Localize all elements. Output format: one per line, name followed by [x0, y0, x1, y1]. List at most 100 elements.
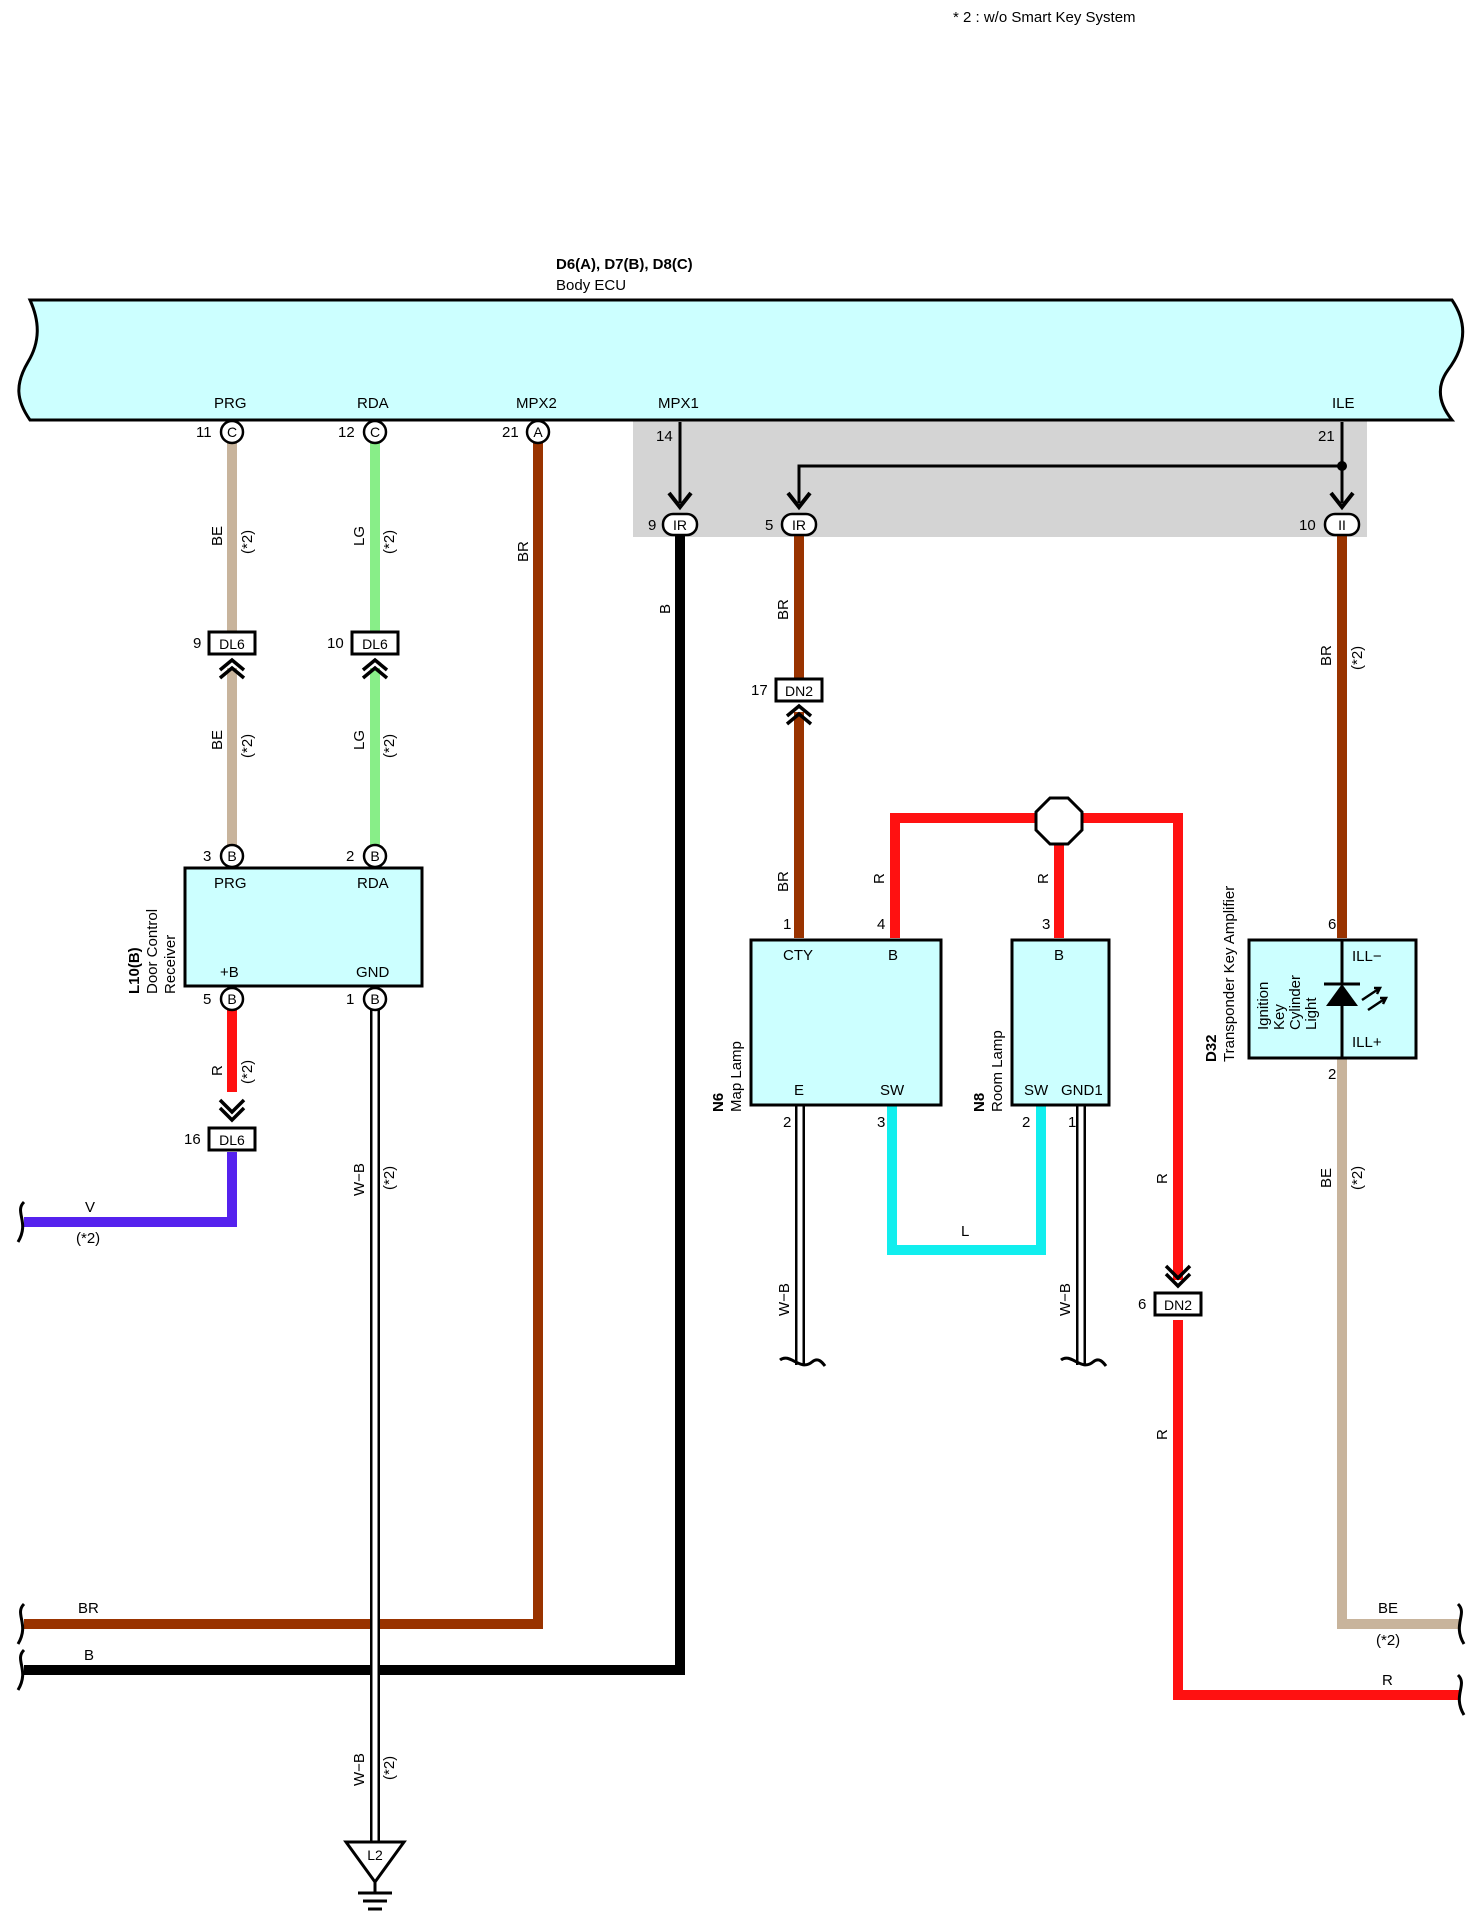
break-b	[16, 1648, 26, 1691]
label-lg-2-star: (*2)	[381, 734, 398, 758]
connector-ii-10: II	[1323, 512, 1361, 537]
transponder-terminal-ill-minus: ILL−	[1352, 948, 1382, 965]
label-br-bottom: BR	[78, 1600, 99, 1617]
receiver-pin-1-num: 1	[346, 991, 354, 1008]
label-br-cty-2: BR	[775, 871, 792, 892]
junction-dl6-16: DL6	[207, 1098, 257, 1152]
break-be	[1456, 1602, 1466, 1645]
receiver-terminal-prg: PRG	[214, 875, 247, 892]
svg-text:DL6: DL6	[362, 636, 388, 652]
map-lamp-pin-cty: 1	[783, 916, 791, 933]
map-lamp-terminal-e: E	[794, 1082, 804, 1099]
junction-dl6-10: DL6	[350, 630, 400, 680]
room-lamp-terminal-b: B	[1054, 947, 1064, 964]
label-r-map: R	[871, 873, 888, 884]
receiver-pin-2: B	[362, 843, 388, 869]
room-lamp-terminal-sw: SW	[1024, 1082, 1049, 1099]
junction-dn2-6: DN2	[1153, 1264, 1203, 1317]
label-br-ile-star: (*2)	[1349, 646, 1366, 670]
label-r-receiver-star: (*2)	[239, 1060, 256, 1084]
room-lamp-code: N8	[971, 1093, 988, 1112]
ecu-pin-rda: C	[362, 419, 388, 445]
body-ecu-box	[17, 298, 1465, 422]
receiver-terminal-gnd: GND	[356, 964, 390, 981]
svg-text:DL6: DL6	[219, 636, 245, 652]
ecu-terminal-ile: ILE	[1332, 395, 1355, 412]
ecu-pin-num-mpx1: 14	[656, 428, 673, 445]
connector-ir-9: IR	[661, 512, 699, 537]
room-lamp-name: Room Lamp	[989, 1030, 1006, 1112]
label-b-bottom: B	[84, 1647, 94, 1664]
svg-text:C: C	[370, 424, 380, 440]
ecu-pin-num-rda: 12	[338, 424, 355, 441]
receiver-name-line1: Door Control	[144, 909, 161, 994]
wire-br-mpx2	[24, 442, 543, 1629]
label-be-illp-star: (*2)	[1349, 1166, 1366, 1190]
ecu-pin-num-ile: 21	[1318, 428, 1335, 445]
label-wb-receiver-1-star: (*2)	[381, 1166, 398, 1190]
arrow-ir5	[786, 491, 812, 511]
ecu-title: D6(A), D7(B), D8(C)	[556, 256, 693, 273]
room-lamp-box	[1010, 938, 1111, 1107]
room-lamp-pin-gnd1: 1	[1068, 1114, 1076, 1131]
wire-r-bottom	[1173, 1320, 1460, 1700]
receiver-pin-3-num: 3	[203, 848, 211, 865]
room-lamp-pin-sw: 2	[1022, 1114, 1030, 1131]
connector-ii-10-pin: 10	[1299, 517, 1316, 534]
receiver-pin-5-num: 5	[203, 991, 211, 1008]
junction-dn2-17: DN2	[774, 677, 824, 726]
junction-dl6-10-pin: 10	[327, 635, 344, 652]
splice-dot	[1337, 461, 1347, 471]
label-lg-1-star: (*2)	[381, 530, 398, 554]
label-v-star: (*2)	[76, 1230, 100, 1247]
label-r-right-1: R	[1154, 1173, 1171, 1184]
room-lamp-pin-b: 3	[1042, 916, 1050, 933]
label-be-bottom: BE	[1378, 1600, 1398, 1617]
svg-text:L2: L2	[367, 1847, 383, 1863]
transponder-code: D32	[1203, 1034, 1220, 1062]
connector-ir-5-pin: 5	[765, 517, 773, 534]
transponder-inner-line1: Ignition	[1255, 982, 1272, 1030]
label-b-mpx1: B	[657, 604, 674, 614]
label-br-cty-1: BR	[775, 599, 792, 620]
ecu-terminal-mpx1: MPX1	[658, 395, 699, 412]
junction-dn2-17-pin: 17	[751, 682, 768, 699]
label-wb-receiver-2: W−B	[351, 1753, 368, 1786]
ecu-terminal-rda: RDA	[357, 395, 389, 412]
label-lg-1: LG	[351, 526, 368, 546]
junction-dl6-9: DL6	[207, 630, 257, 680]
door-control-receiver-box	[183, 866, 424, 988]
receiver-code: L10(B)	[126, 947, 143, 994]
receiver-pin-1: B	[362, 986, 388, 1012]
map-lamp-terminal-b: B	[888, 947, 898, 964]
svg-text:B: B	[227, 848, 236, 864]
svg-text:B: B	[227, 991, 236, 1007]
ground-icon: L2	[343, 1840, 407, 1911]
label-br-mpx2: BR	[515, 541, 532, 562]
label-wb-room: W−B	[1057, 1283, 1074, 1316]
label-r-right-2: R	[1154, 1429, 1171, 1440]
ecu-pin-prg: C	[219, 419, 245, 445]
receiver-terminal-rda: RDA	[357, 875, 389, 892]
map-lamp-name: Map Lamp	[728, 1041, 745, 1112]
svg-text:B: B	[370, 991, 379, 1007]
wire-be-illp	[1337, 1058, 1460, 1629]
label-br-ile: BR	[1318, 645, 1335, 666]
map-lamp-pin-b: 4	[877, 916, 885, 933]
break-r	[1456, 1673, 1466, 1716]
receiver-pin-5: B	[219, 986, 245, 1012]
map-lamp-terminal-sw: SW	[880, 1082, 905, 1099]
map-lamp-pin-e: 2	[783, 1114, 791, 1131]
transponder-inner-line4: Light	[1303, 997, 1320, 1030]
junction-dl6-16-pin: 16	[184, 1131, 201, 1148]
svg-text:C: C	[227, 424, 237, 440]
label-wb-receiver-2-star: (*2)	[381, 1756, 398, 1780]
ecu-pin-num-mpx2: 21	[502, 424, 519, 441]
connector-ir-9-pin: 9	[648, 517, 656, 534]
transponder-terminal-ill-plus: ILL+	[1352, 1034, 1382, 1051]
junction-dn2-6-pin: 6	[1138, 1296, 1146, 1313]
ecu-pin-mpx2: A	[525, 419, 551, 445]
splice-octagon	[1034, 796, 1084, 846]
label-be-2: BE	[209, 730, 226, 750]
